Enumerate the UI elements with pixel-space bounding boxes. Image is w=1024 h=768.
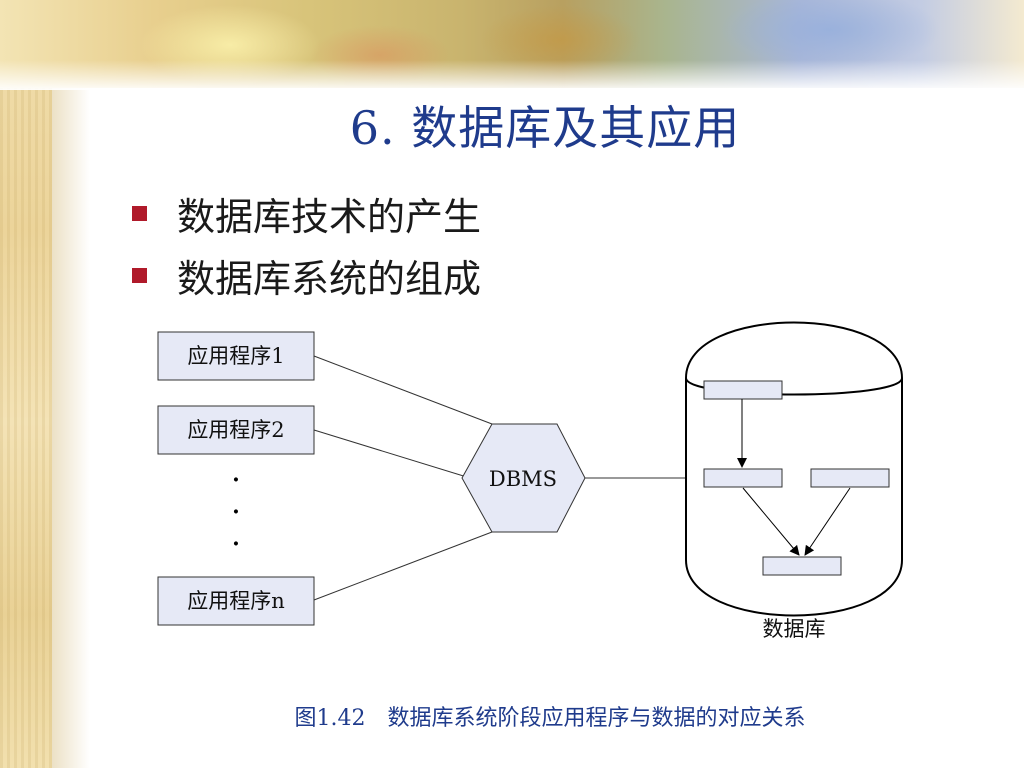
db-arrow-left-to-bottom bbox=[742, 487, 800, 556]
bullet-text-1: 数据库技术的产生 bbox=[177, 195, 482, 239]
ellipsis-dot-1: · bbox=[232, 467, 240, 493]
figure-caption: 图1.42 数据库系统阶段应用程序与数据的对应关系 bbox=[294, 706, 806, 731]
app-box-2: 应用程序2 bbox=[157, 405, 315, 455]
db-record-top bbox=[703, 380, 783, 400]
top-decor-fade bbox=[0, 60, 1024, 90]
db-arrow-right-to-bottom bbox=[804, 487, 851, 556]
bullet-square-icon bbox=[132, 268, 147, 283]
bullet-text-2: 数据库系统的组成 bbox=[177, 257, 482, 301]
app-label-n: 应用程序n bbox=[187, 589, 285, 613]
db-record-bottom bbox=[762, 556, 842, 576]
left-decor-strip bbox=[0, 0, 52, 768]
bullet-square-icon bbox=[132, 206, 147, 221]
ellipsis-dot-2: · bbox=[232, 499, 240, 525]
app-box-n: 应用程序n bbox=[157, 576, 315, 626]
dbms-hexagon: DBMS bbox=[461, 423, 586, 533]
dbms-label: DBMS bbox=[489, 467, 557, 491]
bullet-item-2: 数据库系统的组成 bbox=[132, 248, 481, 303]
left-decor-shade bbox=[52, 0, 90, 768]
db-record-mid-left bbox=[703, 468, 783, 488]
app-label-1: 应用程序1 bbox=[187, 344, 284, 368]
database-cylinder bbox=[685, 321, 903, 617]
database-label: 数据库 bbox=[763, 617, 826, 641]
connector-appn-dbms bbox=[313, 531, 493, 601]
app-label-2: 应用程序2 bbox=[187, 418, 284, 442]
slide-title: 6. 数据库及其应用 bbox=[349, 101, 741, 155]
connector-app1-dbms bbox=[313, 355, 493, 425]
db-record-mid-right bbox=[810, 468, 890, 488]
bullet-item-1: 数据库技术的产生 bbox=[132, 186, 481, 241]
app-box-1: 应用程序1 bbox=[157, 331, 315, 381]
ellipsis-dot-3: · bbox=[232, 531, 240, 557]
connector-app2-dbms bbox=[313, 429, 471, 479]
